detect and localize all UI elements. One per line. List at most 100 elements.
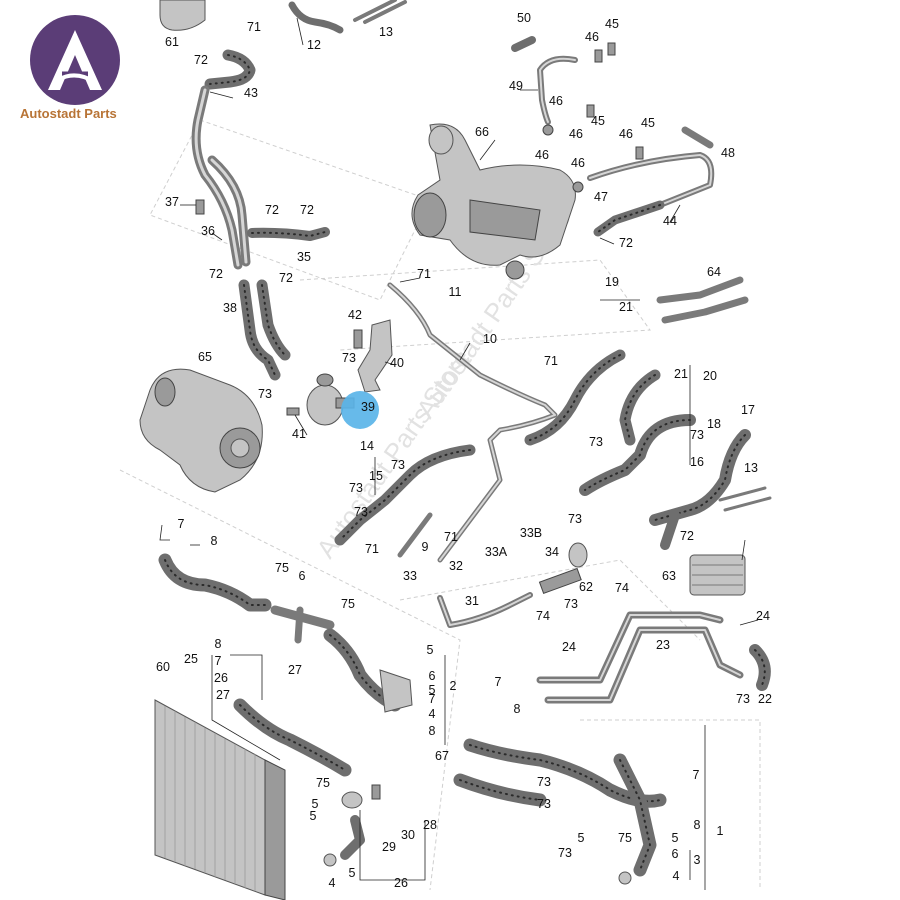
callout-46: 46 (585, 30, 599, 44)
callout-72: 72 (265, 203, 279, 217)
callout-46: 46 (569, 127, 583, 141)
callout-29: 29 (382, 840, 396, 854)
callout-16: 16 (690, 455, 704, 469)
callout-71: 71 (247, 20, 261, 34)
hose-12 (288, 1, 344, 34)
radiator-60 (154, 699, 286, 900)
callout-27: 27 (288, 663, 302, 677)
callout-1: 1 (717, 824, 724, 838)
callout-75: 75 (341, 597, 355, 611)
callout-7: 7 (429, 692, 436, 706)
callout-5: 5 (427, 643, 434, 657)
callout-19: 19 (605, 275, 619, 289)
hose-22 (749, 644, 771, 691)
water-pump-65 (139, 368, 263, 493)
callout-8: 8 (429, 724, 436, 738)
callout-14: 14 (360, 439, 374, 453)
callout-37: 37 (165, 195, 179, 209)
callout-6: 6 (672, 847, 679, 861)
callout-66: 66 (475, 125, 489, 139)
callout-50: 50 (517, 11, 531, 25)
pipe-23 (536, 611, 744, 704)
callout-46: 46 (619, 127, 633, 141)
clip-7 (159, 524, 170, 541)
coolant-reservoir-61 (159, 0, 206, 31)
callout-9: 9 (422, 540, 429, 554)
hose-lower-right (613, 753, 657, 885)
callout-33: 33 (403, 569, 417, 583)
callout-5: 5 (310, 809, 317, 823)
t-connector-6 (270, 605, 335, 644)
hose-5-flange (323, 628, 413, 713)
hose-73-15 (334, 444, 476, 546)
brand-logo (30, 15, 120, 105)
bolt-42 (353, 329, 363, 349)
callout-74: 74 (536, 609, 550, 623)
callout-26: 26 (214, 671, 228, 685)
callout-73: 73 (354, 505, 368, 519)
callout-73: 73 (258, 387, 272, 401)
leader-lines (180, 17, 759, 626)
callout-72: 72 (279, 271, 293, 285)
hose-17 (649, 429, 751, 550)
fittings-bottom-left (323, 784, 381, 867)
callout-6: 6 (429, 669, 436, 683)
callout-18: 18 (707, 417, 721, 431)
turbocharger-66 (411, 123, 576, 280)
callout-45: 45 (641, 116, 655, 130)
callout-24: 24 (562, 640, 576, 654)
callout-5: 5 (672, 831, 679, 845)
callout-46: 46 (571, 156, 585, 170)
callout-63: 63 (662, 569, 676, 583)
hose-38 (238, 279, 291, 381)
callout-64: 64 (707, 265, 721, 279)
small-bolts-45-46 (542, 42, 644, 193)
hose-9 (397, 512, 433, 558)
callout-20: 20 (703, 369, 717, 383)
callout-7: 7 (693, 768, 700, 782)
callout-47: 47 (594, 190, 608, 204)
callout-39[interactable]: 39 (361, 400, 375, 414)
callout-36: 36 (201, 224, 215, 238)
callout-34: 34 (545, 545, 559, 559)
callout-8: 8 (211, 534, 218, 548)
connector-64 (656, 276, 749, 324)
callout-13: 13 (379, 25, 393, 39)
callout-22: 22 (758, 692, 772, 706)
callout-72: 72 (194, 53, 208, 67)
callout-46: 46 (549, 94, 563, 108)
callout-12: 12 (307, 38, 321, 52)
pipe-31 (437, 592, 533, 628)
hose-50 (511, 36, 536, 52)
callout-73: 73 (736, 692, 750, 706)
hose-27 (233, 698, 352, 777)
callout-73: 73 (564, 597, 578, 611)
callout-5: 5 (429, 683, 436, 697)
callout-48: 48 (721, 146, 735, 160)
highlight-39[interactable] (341, 391, 379, 429)
callout-74: 74 (615, 581, 629, 595)
bracket-40 (357, 319, 393, 393)
callout-73: 73 (537, 797, 551, 811)
callout-33a: 33A (485, 545, 508, 559)
pipe-10 (387, 282, 558, 563)
callout-71: 71 (544, 354, 558, 368)
callout-4: 4 (673, 869, 680, 883)
callout-3: 3 (694, 853, 701, 867)
bolt-37 (195, 199, 205, 215)
callout-8: 8 (215, 637, 222, 651)
callout-26: 26 (394, 876, 408, 890)
callout-8: 8 (514, 702, 521, 716)
callout-45: 45 (591, 114, 605, 128)
hose-43 (204, 49, 256, 90)
callout-72: 72 (300, 203, 314, 217)
bolt-41 (286, 407, 300, 416)
callout-71: 71 (444, 530, 458, 544)
callout-73: 73 (391, 458, 405, 472)
callout-17: 17 (741, 403, 755, 417)
guide-lines (119, 119, 761, 891)
callout-44: 44 (663, 214, 677, 228)
callout-7: 7 (178, 517, 185, 531)
callout-31: 31 (465, 594, 479, 608)
